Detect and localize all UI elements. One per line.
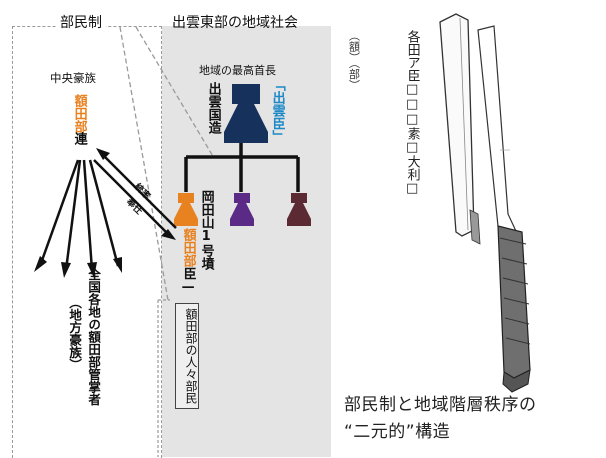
kuritabe-title: 臣 bbox=[180, 267, 196, 280]
kuritabe-name: 額田部 bbox=[180, 228, 196, 267]
keyhole-tomb-icon bbox=[230, 193, 254, 226]
kuritabe-omi-label: 額田部臣— bbox=[180, 228, 196, 295]
nukatabe-clan-name: 額田部 bbox=[71, 94, 87, 133]
local-gozoku-note: （地方豪族） bbox=[67, 296, 83, 371]
sword-icon bbox=[439, 13, 531, 393]
keyhole-tomb-icon bbox=[287, 193, 311, 226]
kuritabe-dash: — bbox=[180, 280, 196, 295]
tomb-name: 岡田山1号墳 bbox=[198, 190, 214, 270]
caption-line-2: “二元的”構造 bbox=[344, 422, 451, 442]
region-title: 出雲東部の地域社会 bbox=[172, 15, 298, 31]
regional-managers: 全国各地の額田部管掌者 bbox=[86, 268, 102, 406]
hierarchy-tree bbox=[184, 140, 300, 192]
inscription-reading-right: 各田ア臣□□□素□大利□ bbox=[404, 30, 420, 196]
arrow-heads bbox=[34, 148, 176, 278]
keyhole-tomb-icon bbox=[174, 193, 198, 226]
dashed-link-top bbox=[135, 26, 215, 159]
nukatabe-clan-title: 連 bbox=[71, 132, 87, 145]
izumo-kuni-no-miyatsuko: 出雲国造 bbox=[205, 82, 221, 134]
control-arrows bbox=[38, 151, 177, 271]
central-gozoku-label: 中央豪族 bbox=[50, 71, 96, 85]
izumo-omi-label: 「出雲臣」 bbox=[269, 78, 285, 143]
dashed-link-mid bbox=[119, 26, 169, 301]
chief-label: 地域の最高首長 bbox=[199, 64, 276, 77]
inscription-reading-left: （額）（部） bbox=[347, 30, 361, 91]
rule-label: 統率 bbox=[132, 181, 153, 202]
caption-line-1: 部民制と地域階層秩序の bbox=[344, 395, 537, 415]
keyhole-tomb-icon bbox=[224, 84, 268, 143]
bemin-title: 部民制 bbox=[56, 12, 106, 32]
bemin-people-box: 額田部の人々部民 bbox=[175, 303, 199, 409]
